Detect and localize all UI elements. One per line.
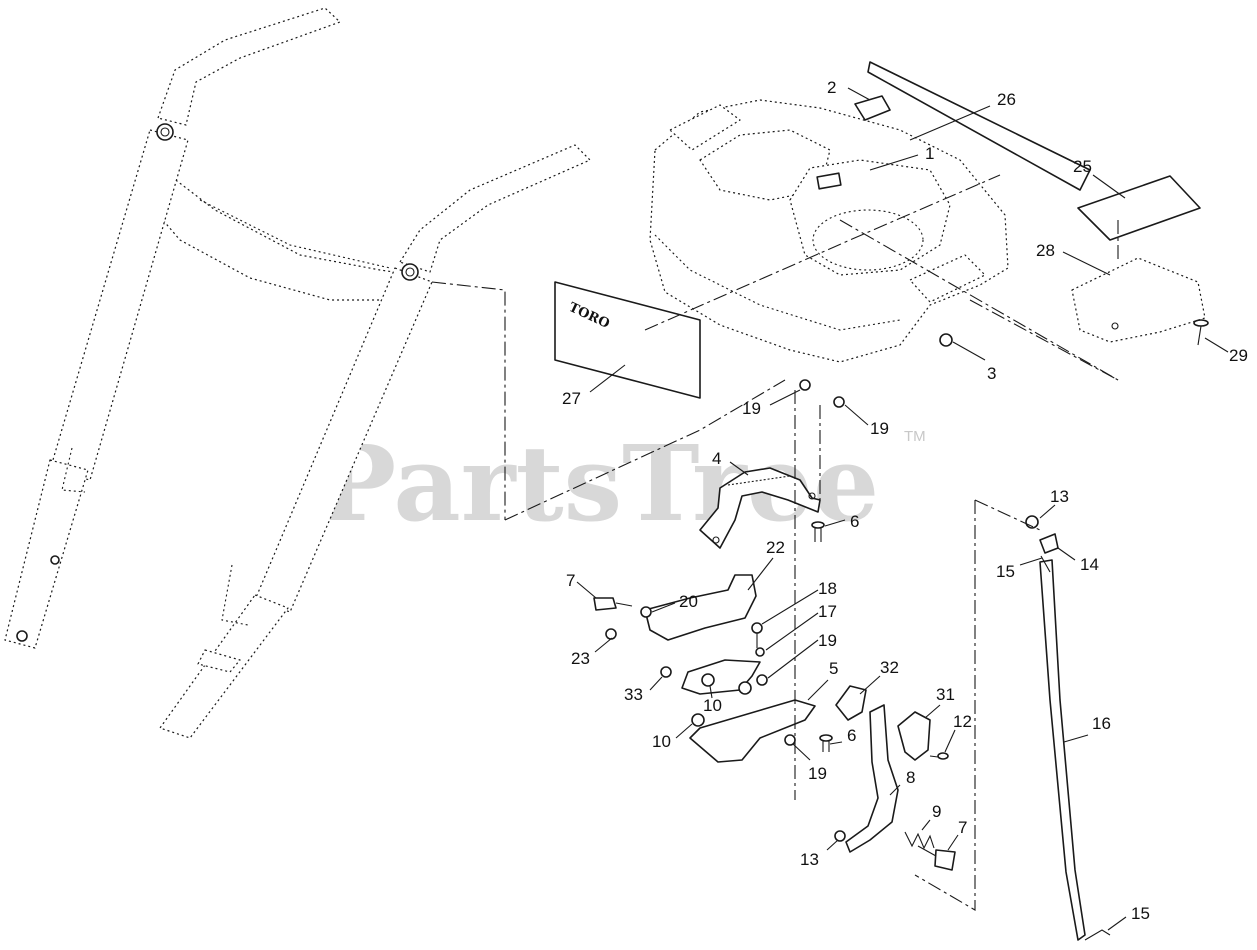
callout-33: 33: [624, 685, 643, 704]
callout-15-a: 15: [996, 562, 1015, 581]
mount-plate-5: [689, 699, 816, 763]
callout-14: 14: [1080, 555, 1099, 574]
callout-4: 4: [712, 449, 721, 468]
pin-7-a: [593, 597, 633, 611]
assembly-lines: [431, 174, 1119, 911]
callout-27: 27: [562, 389, 581, 408]
callout-labels: 1 2 3 4 5 6 6 7 7 8 9 10 10 10 12 13 13 …: [562, 78, 1248, 923]
callout-8: 8: [906, 768, 915, 787]
grip-31: [897, 711, 931, 761]
nut-3: [939, 333, 953, 347]
callout-13-b: 13: [1050, 487, 1069, 506]
cover-plate: [1071, 257, 1206, 343]
screw-18: [751, 622, 763, 648]
nut-33: [660, 666, 672, 678]
screw-23: [605, 628, 617, 640]
strip-seal: [867, 61, 1091, 191]
callout-26: 26: [997, 90, 1016, 109]
shift-lever-8: [845, 704, 899, 853]
washer-10-b: [738, 681, 752, 695]
nut-19-a: [799, 379, 811, 391]
pin-7-b: [917, 845, 956, 871]
label-sheet: [1077, 175, 1201, 241]
screw-12: [929, 752, 949, 760]
screw-20: [640, 606, 652, 618]
callout-17: 17: [818, 602, 837, 621]
washer-10-a: [701, 673, 715, 687]
clip-14: [1039, 533, 1059, 554]
washer-10-c: [691, 713, 705, 727]
console-housing: [649, 99, 1009, 363]
nut-19-d: [784, 734, 796, 746]
callout-3: 3: [987, 364, 996, 383]
callout-29: 29: [1229, 346, 1248, 365]
shift-rod-16: [1039, 559, 1086, 941]
spring-9: [904, 831, 935, 850]
watermark-tm: TM: [904, 428, 926, 445]
callout-32: 32: [880, 658, 899, 677]
callout-19-d: 19: [808, 764, 827, 783]
callout-28: 28: [1036, 241, 1055, 260]
callout-2: 2: [827, 78, 836, 97]
callout-23: 23: [571, 649, 590, 668]
callout-16: 16: [1092, 714, 1111, 733]
washer-13-a: [834, 830, 846, 842]
callout-19-a: 19: [742, 399, 761, 418]
lever-22: [644, 574, 757, 641]
button-cap: [854, 95, 891, 121]
brand-decal: TORO: [554, 281, 701, 399]
callout-25: 25: [1073, 157, 1092, 176]
callout-6-b: 6: [847, 726, 856, 745]
callout-20: 20: [679, 592, 698, 611]
clip-15-a: [1040, 555, 1051, 573]
nut-19-b: [833, 396, 845, 408]
callout-19-c: 19: [818, 631, 837, 650]
handle-assembly: [4, 7, 591, 739]
leader-lines: [576, 87, 1229, 931]
knob-32: [835, 685, 867, 721]
callout-1: 1: [925, 144, 934, 163]
bolt-6-a: [811, 521, 825, 542]
callout-19-b: 19: [870, 419, 889, 438]
callout-22: 22: [766, 538, 785, 557]
screw-29: [1193, 319, 1209, 346]
callout-7-b: 7: [958, 818, 967, 837]
callout-15-b: 15: [1131, 904, 1150, 923]
nut-19-c: [756, 674, 768, 686]
callout-9: 9: [932, 802, 941, 821]
washer-17: [755, 647, 765, 657]
callout-10-a: 10: [703, 696, 722, 715]
callout-13-a: 13: [800, 850, 819, 869]
clip-15-b: [1084, 929, 1111, 941]
bolt-6-b: [819, 734, 833, 752]
callout-18: 18: [818, 579, 837, 598]
callout-12: 12: [953, 712, 972, 731]
callout-10-b: 10: [652, 732, 671, 751]
callout-31: 31: [936, 685, 955, 704]
callout-6-a: 6: [850, 512, 859, 531]
callout-5: 5: [829, 659, 838, 678]
callout-7-a: 7: [566, 571, 575, 590]
